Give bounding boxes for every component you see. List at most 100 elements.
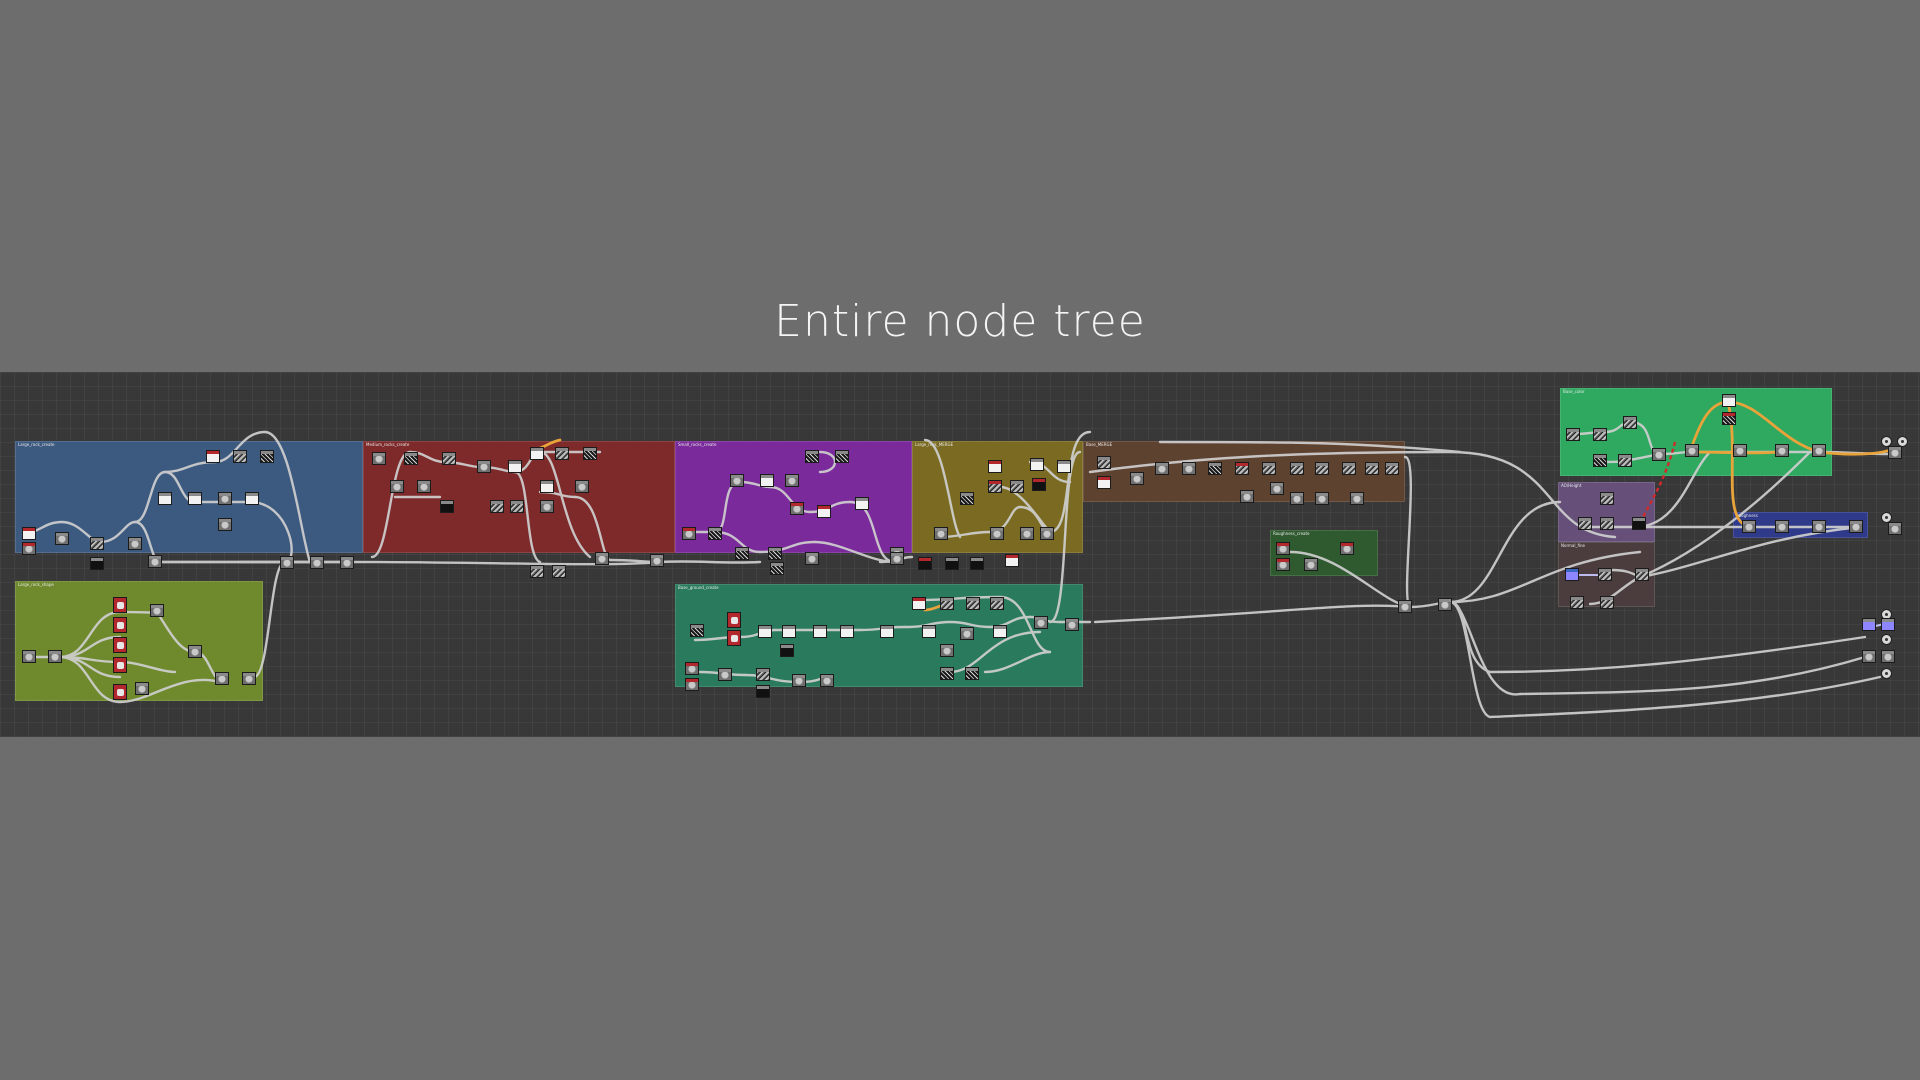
node-slope-d[interactable] [113,657,127,673]
node-med-i[interactable] [390,480,404,493]
node-small-c[interactable] [730,474,744,487]
node-blend[interactable] [188,492,202,505]
node-lmerge-j[interactable] [1020,527,1034,540]
node-shape[interactable] [22,527,36,540]
node-small-b[interactable] [835,450,849,463]
node-color-a[interactable] [1722,394,1736,407]
node-base-f[interactable] [1208,462,1222,475]
node-slope-b[interactable] [113,617,127,633]
node-normal-b[interactable] [1598,568,1612,581]
node-ground-a[interactable] [690,624,704,637]
node-rough-c[interactable] [1304,558,1318,571]
node-small-e[interactable] [785,474,799,487]
node-med-f[interactable] [530,447,544,460]
node-base-m[interactable] [1385,462,1399,475]
node-base-q[interactable] [1315,492,1329,505]
node-med-k[interactable] [440,500,454,513]
node-roughfin-d[interactable] [1849,520,1863,533]
node-mix-a[interactable] [150,604,164,617]
node-mix-d[interactable] [215,672,229,685]
node-ground-g[interactable] [840,625,854,638]
node-color-f[interactable] [1593,454,1607,467]
node-ground-v[interactable] [756,668,770,681]
node-med-d[interactable] [477,460,491,473]
node-lmerge-b[interactable] [1030,458,1044,471]
node-med-n[interactable] [540,480,554,493]
node-ground-j[interactable] [912,597,926,610]
node-ground-w[interactable] [756,685,770,698]
node-lmerge-g[interactable] [960,492,974,505]
node-lmerge-h[interactable] [934,527,948,540]
node-ground-u[interactable] [718,668,732,681]
node-lmerge-c[interactable] [1057,460,1071,473]
basecolor-output-icon-b[interactable] [1897,436,1908,447]
node-noise-b[interactable] [233,450,247,463]
node-graph-canvas[interactable]: Large_rock_create Large_rock_shape Mediu… [0,372,1920,737]
node-color-d[interactable] [1593,428,1607,441]
node-base-e[interactable] [1182,462,1196,475]
node-roughfin-b[interactable] [1775,520,1789,533]
node-med-r[interactable] [530,565,544,578]
node-max[interactable] [340,556,354,569]
node-normal-c[interactable] [1635,568,1649,581]
node-color-b[interactable] [1722,412,1736,425]
node-color-g[interactable] [1618,454,1632,467]
node-blend-b[interactable] [280,556,294,569]
node-base-g[interactable] [1235,462,1249,475]
node-med-c[interactable] [442,452,456,465]
node-lmerge-f[interactable] [1032,478,1046,491]
node-transform-b[interactable] [48,650,62,663]
node-base-r[interactable] [1350,492,1364,505]
node-route-a[interactable] [1398,600,1412,613]
basecolor-output-icon[interactable] [1881,436,1892,447]
node-base-h[interactable] [1262,462,1276,475]
node-lmerge-m[interactable] [918,557,932,570]
node-med-o[interactable] [575,480,589,493]
node-curve[interactable] [206,450,220,463]
node-warp[interactable] [128,537,142,550]
node-ground-o[interactable] [993,625,1007,638]
node-blend-c[interactable] [310,556,324,569]
node-ground-n[interactable] [960,627,974,640]
node-ground-t[interactable] [685,678,699,691]
ao-output-icon[interactable] [1881,634,1892,645]
node-med-e[interactable] [508,460,522,473]
node-med-a[interactable] [372,452,386,465]
ao-output-node-b[interactable] [1881,650,1895,663]
node-ground-l[interactable] [966,597,980,610]
node-ground-m[interactable] [990,597,1004,610]
node-med-h[interactable] [583,447,597,460]
node-normal-e[interactable] [1600,596,1614,609]
ao-output-node[interactable] [1862,650,1876,663]
node-ao-c[interactable] [1600,517,1614,530]
node-ground-r[interactable] [965,667,979,680]
node-lmerge-p[interactable] [1005,554,1019,567]
node-color-h[interactable] [1652,448,1666,461]
node-lmerge-e[interactable] [1010,480,1024,493]
node-color-k[interactable] [1775,444,1789,457]
node-base-l[interactable] [1365,462,1379,475]
node-ground-e[interactable] [782,625,796,638]
height-output-icon[interactable] [1881,668,1892,679]
node-lmerge-l[interactable] [890,552,904,565]
node-ground-x[interactable] [792,674,806,687]
node-base-i[interactable] [1290,462,1304,475]
node-small-a[interactable] [805,450,819,463]
node-med-t[interactable] [650,554,664,567]
node-lmerge-k[interactable] [1040,527,1054,540]
node-ground-out-b[interactable] [1065,618,1079,631]
node-fractal[interactable] [260,450,274,463]
node-small-j[interactable] [708,527,722,540]
node-small-n[interactable] [805,552,819,565]
node-levels-b[interactable] [245,492,259,505]
normal-output-node[interactable] [1862,618,1876,631]
node-mix-e[interactable] [242,672,256,685]
node-roughfin-c[interactable] [1812,520,1826,533]
node-ground-k[interactable] [940,597,954,610]
node-rough-a[interactable] [1276,542,1290,555]
node-base-b[interactable] [1097,476,1111,489]
node-ground-q[interactable] [940,667,954,680]
node-noise[interactable] [90,557,104,570]
node-ao-b[interactable] [1578,517,1592,530]
node-slope-a[interactable] [113,597,127,613]
